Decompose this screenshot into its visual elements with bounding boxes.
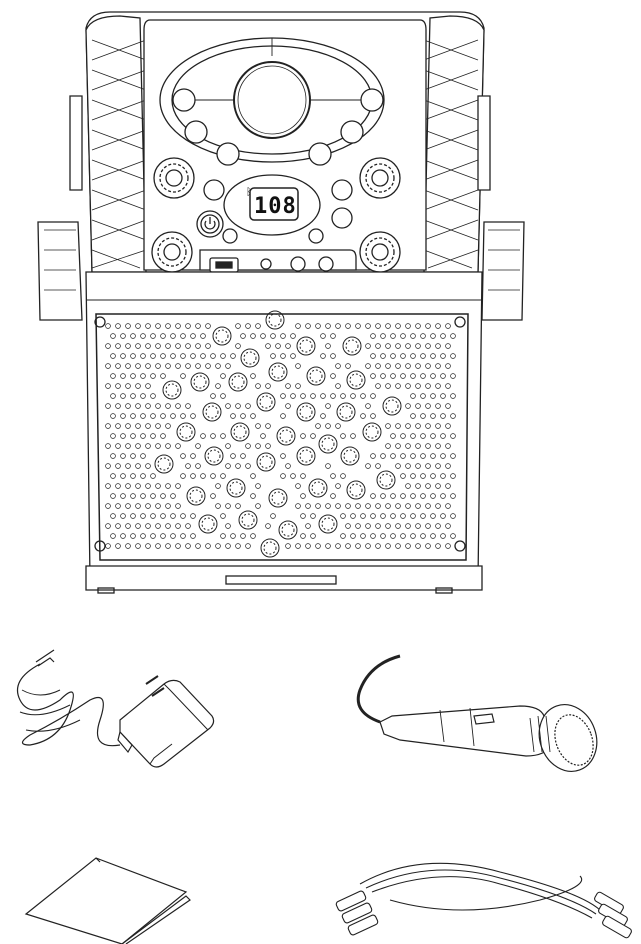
right-side-light: [482, 222, 524, 320]
microphone-cable: [358, 656, 400, 722]
knob[interactable]: [360, 232, 400, 272]
knob[interactable]: [152, 232, 192, 272]
microphone-switch[interactable]: [474, 714, 494, 724]
button[interactable]: [223, 229, 237, 243]
karaoke-machine: ᛒ: [38, 12, 524, 593]
instruction-manual: [26, 858, 190, 944]
button[interactable]: [309, 229, 323, 243]
rca-plugs-left: [335, 890, 378, 936]
button[interactable]: [173, 89, 195, 111]
left-side-light: [38, 222, 82, 320]
rca-plugs-right: [594, 891, 633, 939]
button[interactable]: [332, 180, 352, 200]
button[interactable]: [185, 121, 207, 143]
ac-adapter: [18, 650, 214, 767]
adapter-plug-tip: [36, 650, 54, 666]
button[interactable]: [217, 143, 239, 165]
led-display-value: 108: [254, 194, 297, 219]
adapter-body: [120, 680, 214, 767]
knob[interactable]: [360, 158, 400, 198]
knob[interactable]: [154, 158, 194, 198]
adapter-cable: [18, 664, 121, 746]
microphone: [358, 656, 606, 780]
button[interactable]: [309, 143, 331, 165]
button[interactable]: [341, 121, 363, 143]
power-button[interactable]: [197, 211, 223, 237]
button[interactable]: [332, 208, 352, 228]
av-cable: [335, 863, 632, 938]
button[interactable]: [361, 89, 383, 111]
right-speaker-tower: [424, 16, 484, 272]
bluetooth-icon: ᛒ: [246, 187, 252, 198]
left-speaker-tower: [86, 16, 146, 272]
mic-jack[interactable]: [291, 257, 305, 271]
mic-jack[interactable]: [319, 257, 333, 271]
microphone-handle: [380, 706, 552, 756]
cd-window: [234, 62, 310, 138]
button[interactable]: [204, 180, 224, 200]
